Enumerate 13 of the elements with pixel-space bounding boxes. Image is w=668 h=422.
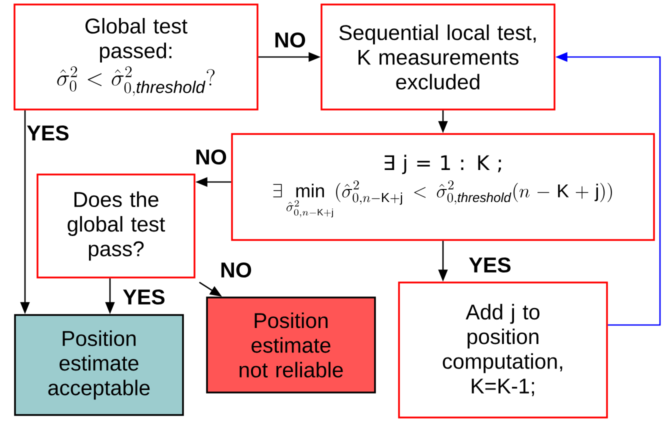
process-box: Global test passed: $\hat{\sigma}_0^2 < \hat{\sigma}_{0,\mathit{threshold}}^2 ?$ — [14, 4, 258, 110]
result-box: Position estimate not reliable — [206, 296, 376, 394]
process-box: ∃ j = 1 : K ; $\exists \min\limits_{\hat{\sigma}^2_{0,n-\mathrm{K}+\mathrm{j}}} (\hat{\sigma}^2_{0,n-\mathrm{K}+\mathrm{j}} < \hat{\sigma}^2_{0,\mathit{threshold}}(n-\mathrm{K}+\mathrm{j}))$ — [231, 133, 655, 241]
edge-label: NO — [221, 262, 252, 278]
edge-label: YES — [469, 257, 510, 273]
result-box: Position estimate acceptable — [14, 314, 184, 416]
edge-label: YES — [27, 125, 68, 141]
process-box: Does the global test pass? — [36, 174, 196, 278]
edge-label: YES — [123, 289, 164, 305]
edge-label: NO — [275, 32, 306, 48]
process-box: Add j to position computation, K=K-1; — [398, 282, 608, 418]
edge-label: NO — [196, 149, 226, 165]
process-box: Sequential local test, K measurements excluded — [320, 4, 556, 110]
